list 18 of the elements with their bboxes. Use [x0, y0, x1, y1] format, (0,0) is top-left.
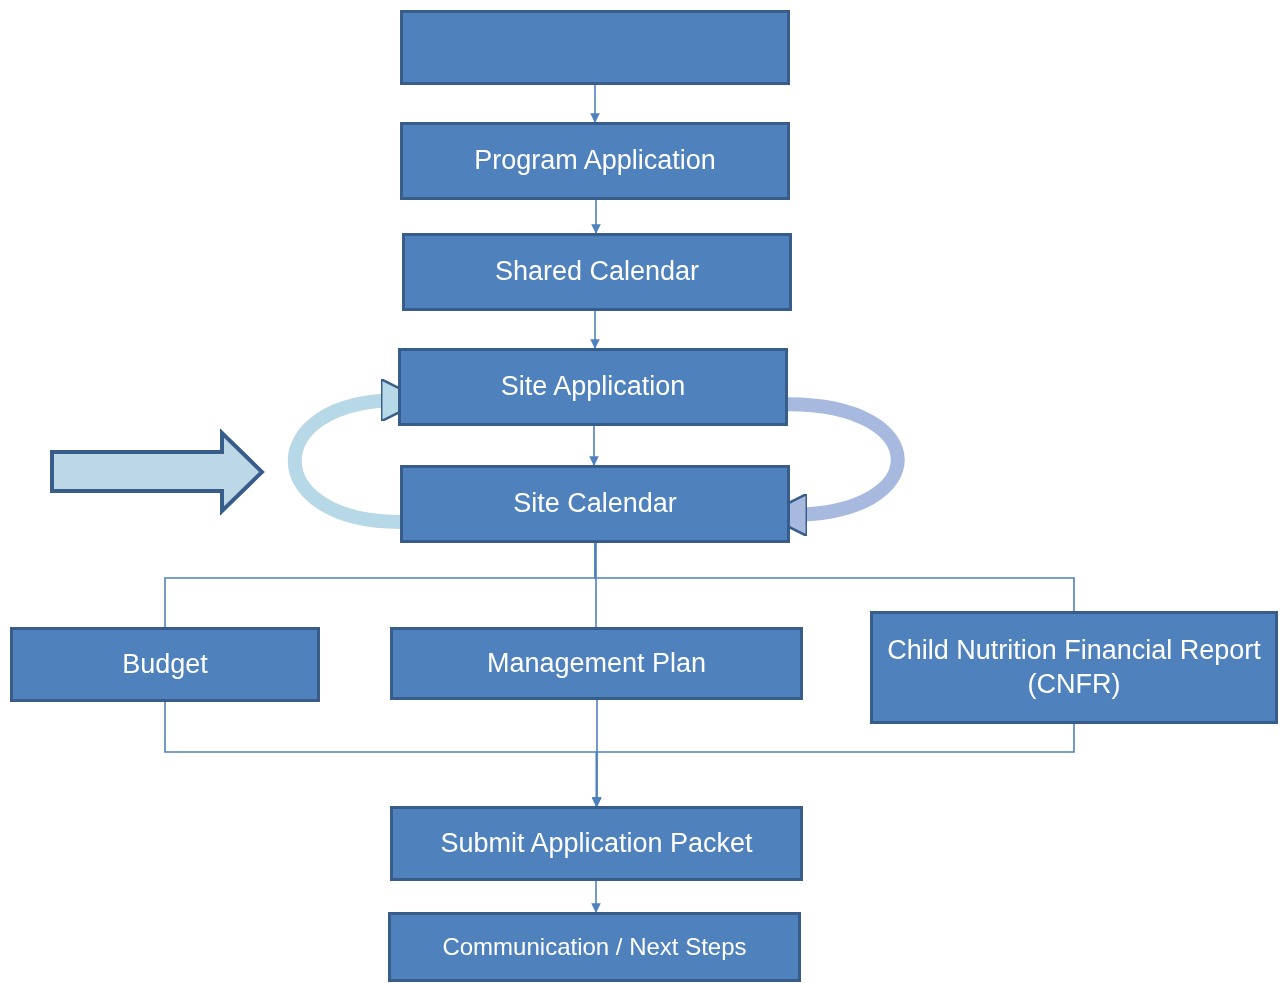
process-box: Communication / Next Steps [388, 912, 801, 982]
process-box: Site Application [398, 348, 788, 426]
arrow [591, 880, 601, 913]
process-box: Program Application [400, 122, 790, 200]
process-box: Shared Calendar [402, 233, 792, 311]
process-box: Child Nutrition Financial Report (CNFR) [870, 611, 1278, 724]
arrow [589, 425, 599, 466]
arrow [591, 199, 601, 234]
process-box: Management Plan [390, 627, 803, 700]
process-box [400, 10, 790, 85]
arrow [590, 310, 600, 349]
bracket-connector [595, 542, 597, 628]
arrow [590, 84, 600, 123]
process-box: Budget [10, 627, 320, 702]
arrow [591, 723, 1075, 807]
bracket-connector [594, 542, 1075, 612]
process-box: Site Calendar [400, 465, 790, 543]
process-box: Submit Application Packet [390, 806, 803, 881]
